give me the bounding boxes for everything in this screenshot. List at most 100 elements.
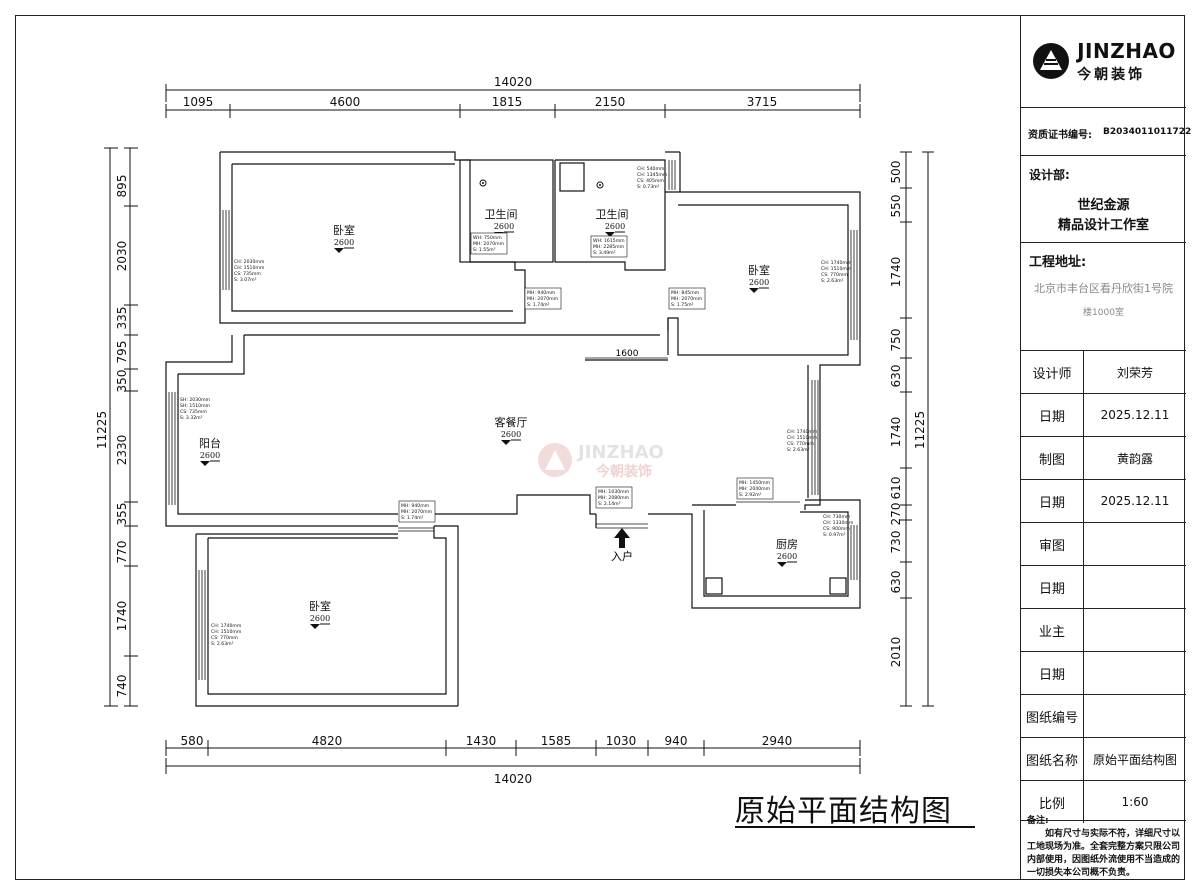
dim-right: 270 bbox=[889, 503, 903, 526]
window-door-tag: CS: 405mm bbox=[637, 178, 664, 184]
window-door-tag: CH: 1510mm bbox=[211, 629, 242, 635]
row-value bbox=[1084, 609, 1186, 651]
dim-left: 2330 bbox=[115, 435, 129, 466]
room-height: 2600 bbox=[310, 614, 330, 623]
row-value: 刘荣芳 bbox=[1116, 365, 1153, 380]
dim-inner: 1600 bbox=[616, 349, 639, 359]
window-door-tag: MH: 1450mm bbox=[739, 480, 771, 486]
dim-right-total: 11225 bbox=[913, 411, 927, 449]
window-door-tag: S: 0.97m² bbox=[823, 532, 846, 538]
row-value: 原始平面结构图 bbox=[1092, 752, 1177, 767]
room-height: 2600 bbox=[494, 222, 514, 231]
dim-top: 3715 bbox=[747, 95, 778, 109]
row-value: 2025.12.11 bbox=[1100, 494, 1170, 508]
title-block-row: 日期 bbox=[1021, 652, 1186, 695]
room-name: 卧室 bbox=[333, 223, 355, 237]
row-value bbox=[1084, 523, 1186, 565]
watermark: JINZHAO 今朝装饰 bbox=[538, 442, 664, 480]
window-door-tag: CH: 730mm bbox=[823, 514, 851, 520]
dim-top: 4600 bbox=[330, 95, 361, 109]
inner-dimension: 1600 bbox=[585, 349, 668, 359]
window-door-tag: WH: 750mm bbox=[473, 235, 502, 241]
dim-right: 610 bbox=[889, 477, 903, 500]
room-height: 2600 bbox=[200, 451, 220, 460]
window-door-tag: CH: 1740mm bbox=[211, 623, 242, 629]
window-door-tag: MH: 940mm bbox=[527, 290, 556, 296]
row-key: 日期 bbox=[1021, 652, 1084, 694]
window-door-tag: CS: 770mm bbox=[211, 635, 238, 641]
address-line2: 楼1000室 bbox=[1083, 308, 1124, 318]
window-door-tag: S: 1.75m² bbox=[671, 302, 694, 308]
row-key: 日期 bbox=[1021, 480, 1084, 522]
dim-right: 1740 bbox=[889, 257, 903, 288]
window-door-tag: S: 3.32m² bbox=[180, 415, 203, 421]
entrance-label: 入户 bbox=[611, 549, 633, 563]
title-block-row: 审图 bbox=[1021, 523, 1186, 566]
window-door-tag: MH: 2070mm bbox=[671, 296, 703, 302]
row-key: 比例 bbox=[1021, 781, 1084, 823]
room-height: 2600 bbox=[334, 238, 354, 247]
dim-left: 355 bbox=[115, 503, 129, 526]
top-dimensions bbox=[165, 84, 861, 118]
window-door-tag: MH: 2070mm bbox=[527, 296, 559, 302]
row-key: 图纸名称 bbox=[1021, 738, 1084, 780]
dim-left: 350 bbox=[115, 370, 129, 393]
dim-right: 1740 bbox=[889, 417, 903, 448]
window-door-tag: MH: 2080mm bbox=[598, 495, 630, 501]
tag-box bbox=[398, 500, 436, 523]
title-block-row: 业主 bbox=[1021, 609, 1186, 652]
dim-left: 795 bbox=[115, 341, 129, 364]
dim-bottom-total: 14020 bbox=[494, 772, 532, 786]
room-name: 卫生间 bbox=[485, 207, 518, 221]
window-door-tag: CS: 770mm bbox=[821, 272, 848, 278]
dim-left: 740 bbox=[115, 675, 129, 698]
logo-icon bbox=[1033, 43, 1070, 79]
window-door-tag: S: 2.92m² bbox=[739, 492, 762, 498]
window-door-tag: CH: 540mm bbox=[637, 166, 665, 172]
row-key: 制图 bbox=[1021, 437, 1084, 479]
walls bbox=[165, 151, 861, 707]
tag-box bbox=[524, 287, 562, 310]
row-key: 日期 bbox=[1021, 566, 1084, 608]
tag-box bbox=[470, 232, 508, 255]
window-door-tag: S: 2.63m² bbox=[211, 641, 234, 647]
window-door-tag: CH: 1345mm bbox=[637, 172, 668, 178]
room-height: 2600 bbox=[749, 278, 769, 287]
dim-right: 500 bbox=[889, 161, 903, 184]
window-door-tag: WH: 1615mm bbox=[593, 238, 625, 244]
title-block-row: 日期 bbox=[1021, 566, 1186, 609]
window-door-tag: S: 2.63m² bbox=[787, 447, 810, 453]
dim-bottom: 580 bbox=[181, 734, 204, 748]
window-door-tag: S: 3.49m² bbox=[593, 250, 616, 256]
left-dimensions bbox=[104, 147, 138, 707]
drawing-title-underline bbox=[735, 826, 975, 828]
dim-bottom: 1030 bbox=[606, 734, 637, 748]
window-door-tag: CS: 900mm bbox=[823, 526, 850, 532]
window-door-tag: CH: 2030mm bbox=[234, 259, 265, 265]
room-name: 厨房 bbox=[776, 538, 798, 551]
room-height: 2600 bbox=[501, 430, 521, 439]
drawing-sheet-border bbox=[15, 15, 1185, 880]
window-door-tag: MH: 2285mm bbox=[593, 244, 625, 250]
window-door-tag: SH: 2030mm bbox=[180, 397, 211, 403]
dim-bottom: 940 bbox=[665, 734, 688, 748]
logo: JINZHAO 今朝装饰 bbox=[1021, 15, 1186, 108]
window-door-tag: S: 1.74m² bbox=[401, 515, 424, 521]
dim-bottom: 2940 bbox=[762, 734, 793, 748]
license-cell: 资质证书编号: B2034011011722 bbox=[1021, 108, 1191, 156]
row-value bbox=[1084, 695, 1186, 737]
room-name: 卧室 bbox=[748, 263, 770, 277]
address-label: 工程地址: bbox=[1029, 255, 1087, 270]
window-door-tag: S: 1.74m² bbox=[527, 302, 550, 308]
window-door-tag: MH: 1030mm bbox=[598, 489, 630, 495]
dim-top: 2150 bbox=[595, 95, 626, 109]
dim-top-total: 14020 bbox=[494, 75, 532, 89]
room-name: 卫生间 bbox=[596, 207, 629, 221]
title-block-row: 日期 2025.12.11 bbox=[1021, 480, 1186, 523]
row-value bbox=[1084, 566, 1186, 608]
window-door-tag: S: 1.55m² bbox=[473, 247, 496, 253]
row-key: 日期 bbox=[1021, 394, 1084, 436]
dim-right: 630 bbox=[889, 571, 903, 594]
